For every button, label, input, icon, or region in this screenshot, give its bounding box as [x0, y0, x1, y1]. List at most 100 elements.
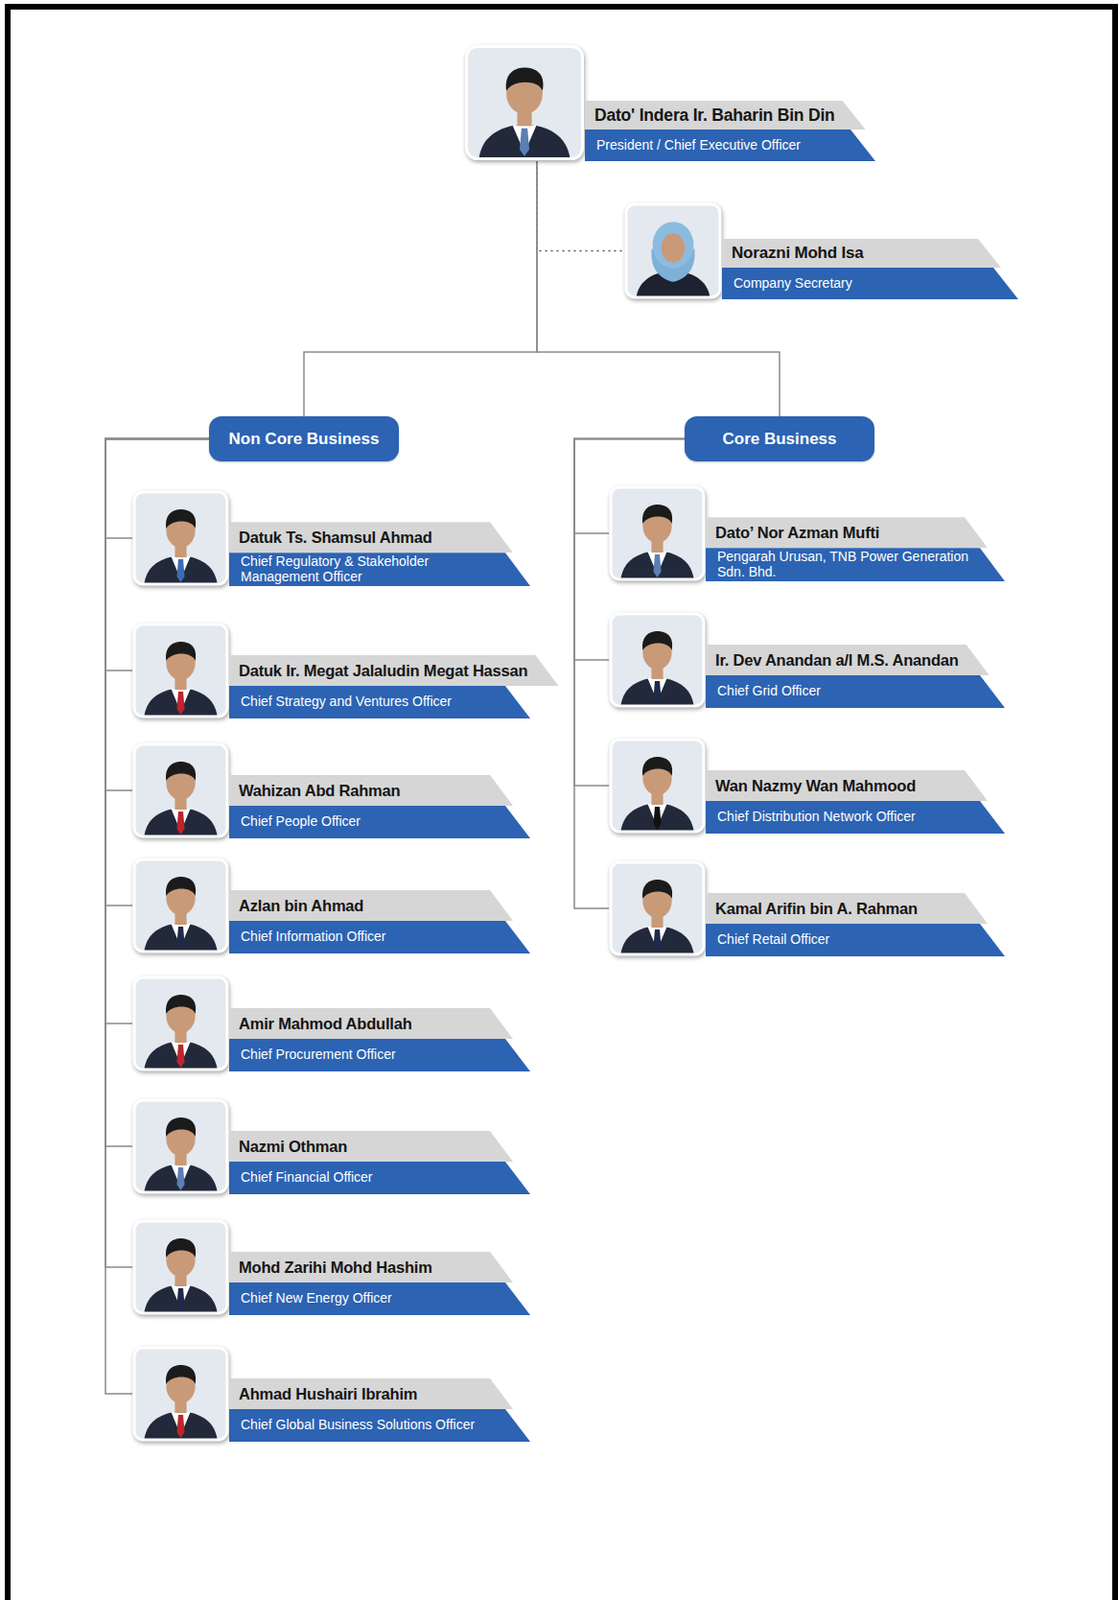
- photo-border: [466, 46, 583, 159]
- portrait-hair: [642, 879, 673, 899]
- person-name: Nazmi Othman: [238, 1137, 348, 1156]
- name-band: Datuk Ts. Shamsul Ahmad: [229, 521, 513, 553]
- portrait-photo: [132, 975, 230, 1072]
- person-name: Ahmad Hushairi Ibrahim: [238, 1384, 418, 1403]
- photo-border: [610, 739, 704, 832]
- job-title: Chief Financial Officer: [240, 1169, 373, 1185]
- person-card: Ir. Dev Anandan a/l M.S. AnandanChief Gr…: [608, 611, 1005, 708]
- name-band: Dato’ Nor Azman Mufti: [705, 516, 988, 548]
- portrait-tie: [176, 691, 185, 715]
- photo-border: [134, 859, 228, 952]
- connector-line: [303, 161, 537, 417]
- portrait-photo: [132, 622, 230, 719]
- photo-ground: [134, 1220, 228, 1313]
- person-name: Amir Mahmod Abdullah: [238, 1014, 413, 1033]
- photo-ground: [134, 977, 228, 1070]
- person-name: Datuk Ts. Shamsul Ahmad: [238, 528, 433, 547]
- title-band: Chief Strategy and Ventures Officer: [229, 685, 531, 719]
- person-name: Dato' Indera Ir. Baharin Bin Din: [594, 105, 836, 126]
- photo-border: [610, 861, 704, 955]
- photo-border: [610, 613, 704, 706]
- portrait-hair: [642, 630, 673, 651]
- job-title: Chief Regulatory & Stakeholder Managemen…: [240, 554, 462, 584]
- photo-ground: [134, 491, 228, 584]
- job-title: Pengarah Urusan, TNB Power Generation Sd…: [717, 549, 977, 580]
- title-band: Chief Distribution Network Officer: [705, 800, 1005, 834]
- title-band: President / Chief Executive Officer: [584, 129, 876, 162]
- portrait-body: [143, 807, 218, 837]
- title-band: Chief Financial Officer: [229, 1161, 531, 1194]
- name-band: Datuk Ir. Megat Jalaludin Megat Hassan: [229, 654, 559, 686]
- portrait-hair: [165, 994, 196, 1014]
- portrait-body: [143, 1040, 218, 1070]
- photo-border: [134, 491, 228, 584]
- photo-ground: [134, 624, 228, 717]
- portrait-photo: [624, 202, 723, 300]
- photo-border: [134, 744, 228, 837]
- connector-line: [536, 161, 625, 252]
- name-band: Norazni Mohd Isa: [722, 238, 1002, 268]
- person-name: Azlan bin Ahmad: [238, 896, 364, 915]
- person-name: Ir. Dev Anandan a/l M.S. Anandan: [715, 651, 959, 670]
- job-title: Chief Grid Officer: [717, 683, 821, 699]
- portrait-tie: [652, 680, 661, 704]
- job-title: Chief Information Officer: [240, 929, 386, 944]
- person-card: Mohd Zarihi Mohd HashimChief New Energy …: [132, 1218, 531, 1315]
- portrait-tie: [176, 811, 185, 835]
- person-card: Amir Mahmod AbdullahChief Procurement Of…: [132, 975, 531, 1072]
- portrait-hair: [165, 641, 196, 661]
- photo-border: [134, 1347, 228, 1440]
- frame-right: [1112, 3, 1118, 1600]
- person-card: Ahmad Hushairi IbrahimChief Global Busin…: [132, 1345, 531, 1442]
- name-band: Wan Nazmy Wan Mahmood: [705, 769, 988, 801]
- job-title: President / Chief Executive Officer: [596, 138, 801, 153]
- name-band: Kamal Arifin bin A. Rahman: [705, 892, 988, 924]
- photo-ground: [466, 46, 583, 159]
- portrait-hair: [165, 1237, 196, 1258]
- portrait-body: [143, 1410, 218, 1440]
- portrait-photo: [608, 611, 706, 708]
- frame-top: [4, 3, 1118, 10]
- person-card: Norazni Mohd IsaCompany Secretary: [624, 202, 1019, 300]
- portrait-photo: [608, 860, 706, 956]
- portrait-body: [143, 687, 218, 717]
- portrait-photo: [132, 1345, 230, 1442]
- job-title: Chief Procurement Officer: [240, 1047, 396, 1062]
- portrait-hair: [165, 1117, 196, 1137]
- portrait-tie: [652, 929, 661, 953]
- title-band: Chief New Energy Officer: [229, 1281, 531, 1315]
- group-label: Core Business: [722, 429, 837, 449]
- title-band: Chief Retail Officer: [705, 923, 1005, 956]
- person-name: Wahizan Abd Rahman: [238, 781, 400, 800]
- portrait-hijab: [652, 221, 695, 268]
- photo-border: [134, 624, 228, 717]
- title-band: Chief Global Business Solutions Officer: [229, 1408, 531, 1442]
- person-card: Wan Nazmy Wan MahmoodChief Distribution …: [608, 737, 1005, 834]
- portrait-photo: [132, 489, 230, 586]
- portrait-body: [620, 676, 695, 706]
- photo-ground: [134, 744, 228, 837]
- name-band: Dato' Indera Ir. Baharin Bin Din: [584, 100, 866, 130]
- portrait-hair: [642, 504, 673, 524]
- job-title: Chief People Officer: [240, 814, 361, 829]
- portrait-body: [620, 802, 695, 832]
- portrait-hair: [642, 756, 673, 776]
- person-card: Dato' Indera Ir. Baharin Bin DinPresiden…: [464, 44, 876, 162]
- person-card: Wahizan Abd RahmanChief People Officer: [132, 742, 531, 839]
- photo-border: [610, 487, 704, 580]
- job-title: Chief New Energy Officer: [240, 1290, 393, 1305]
- person-card: Nazmi OthmanChief Financial Officer: [132, 1097, 531, 1194]
- portrait-hair: [165, 509, 196, 529]
- group-box: Non Core Business: [209, 416, 399, 462]
- frame-left: [4, 3, 11, 1600]
- portrait-photo: [132, 742, 230, 839]
- title-band: Pengarah Urusan, TNB Power Generation Sd…: [705, 547, 1005, 582]
- person-name: Mohd Zarihi Mohd Hashim: [238, 1257, 433, 1277]
- title-band: Company Secretary: [722, 267, 1019, 300]
- job-title: Chief Retail Officer: [717, 931, 830, 947]
- portrait-tie: [176, 559, 185, 583]
- portrait-tie: [519, 128, 530, 157]
- name-band: Mohd Zarihi Mohd Hashim: [229, 1251, 513, 1282]
- person-name: Datuk Ir. Megat Jalaludin Megat Hassan: [238, 661, 528, 680]
